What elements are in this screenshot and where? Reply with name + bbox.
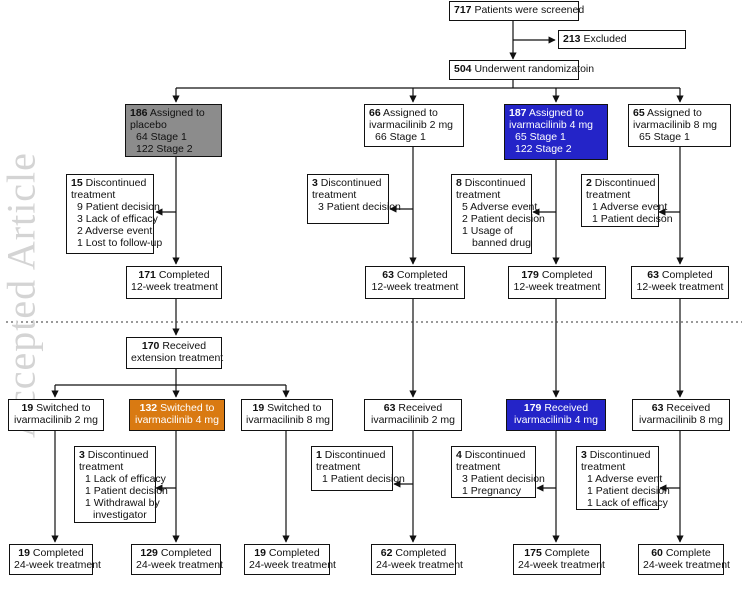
ext-switch-8mg-box: 19 Switched to ivarmacilinib 8 mg xyxy=(241,399,333,431)
discontinued24-8mg-box: 3 Discontinued treatment 1 Adverse event… xyxy=(576,446,670,510)
ext-received-4mg-box: 179 Received ivarmacilinib 4 mg xyxy=(506,399,606,431)
arm-2mg-box: 66 Assigned to ivarmacilinib 2 mg 66 Sta… xyxy=(364,104,464,147)
completed24-ext2mg-box: 19 Completed 24-week treatment xyxy=(9,544,101,575)
completed24-4mg-box: 175 Complete 24-week treatment xyxy=(513,544,605,575)
discontinued12-4mg-box: 8 Discontinued treatment 5 Adverse event… xyxy=(451,174,545,254)
completed24-8mg-box: 60 Complete 24-week treatment xyxy=(638,544,730,575)
extension-box: 170 Received extension treatment xyxy=(126,337,223,369)
excluded-box: 213 Excluded xyxy=(558,30,686,49)
completed12-4mg-box: 179 Completed 12-week treatment xyxy=(508,266,606,299)
completed12-2mg-box: 63 Completed 12-week treatment xyxy=(365,266,465,299)
completed24-ext8mg-box: 19 Completed 24-week treatment xyxy=(244,544,336,575)
ext-switch-2mg-box: 19 Switched to ivarmacilinib 2 mg xyxy=(8,399,104,431)
completed24-2mg-box: 62 Completed 24-week treatment xyxy=(371,544,463,575)
discontinued12-8mg-box: 2 Discontinued treatment 1 Adverse event… xyxy=(581,174,673,227)
arm-8mg-box: 65 Assigned to ivarmacilinib 8 mg 65 Sta… xyxy=(628,104,731,147)
discontinued24-ext4mg-box: 3 Discontinued treatment 1 Lack of effic… xyxy=(74,446,168,523)
discontinued12-2mg-box: 3 Discontinued treatment 3 Patient decis… xyxy=(307,174,401,224)
completed24-ext4mg-box: 129 Completed 24-week treatment xyxy=(131,544,223,575)
screened-box: 717 Patients were screened xyxy=(449,1,584,21)
arm-4mg-box: 187 Assigned to ivarmacilinib 4 mg 65 St… xyxy=(504,104,608,160)
discontinued12-placebo-box: 15 Discontinued treatment 9 Patient deci… xyxy=(66,174,162,254)
completed12-8mg-box: 63 Completed 12-week treatment xyxy=(631,266,729,299)
ext-switch-4mg-box: 132 Switched to ivarmacilinib 4 mg xyxy=(129,399,225,431)
completed12-placebo-box: 171 Completed 12-week treatment xyxy=(126,266,222,299)
watermark: Accepted Article xyxy=(0,152,44,438)
discontinued24-2mg-box: 1 Discontinued treatment 1 Patient decis… xyxy=(311,446,405,491)
discontinued24-4mg-box: 4 Discontinued treatment 3 Patient decis… xyxy=(451,446,545,498)
ext-received-8mg-box: 63 Received ivarmacilinib 8 mg xyxy=(632,399,730,431)
ext-received-2mg-box: 63 Received ivarmacilinib 2 mg xyxy=(364,399,462,431)
arm-placebo-box: 186 Assigned to placebo 64 Stage 1 122 S… xyxy=(125,104,222,157)
randomized-box: 504 Underwent randomizatoin xyxy=(449,60,594,80)
